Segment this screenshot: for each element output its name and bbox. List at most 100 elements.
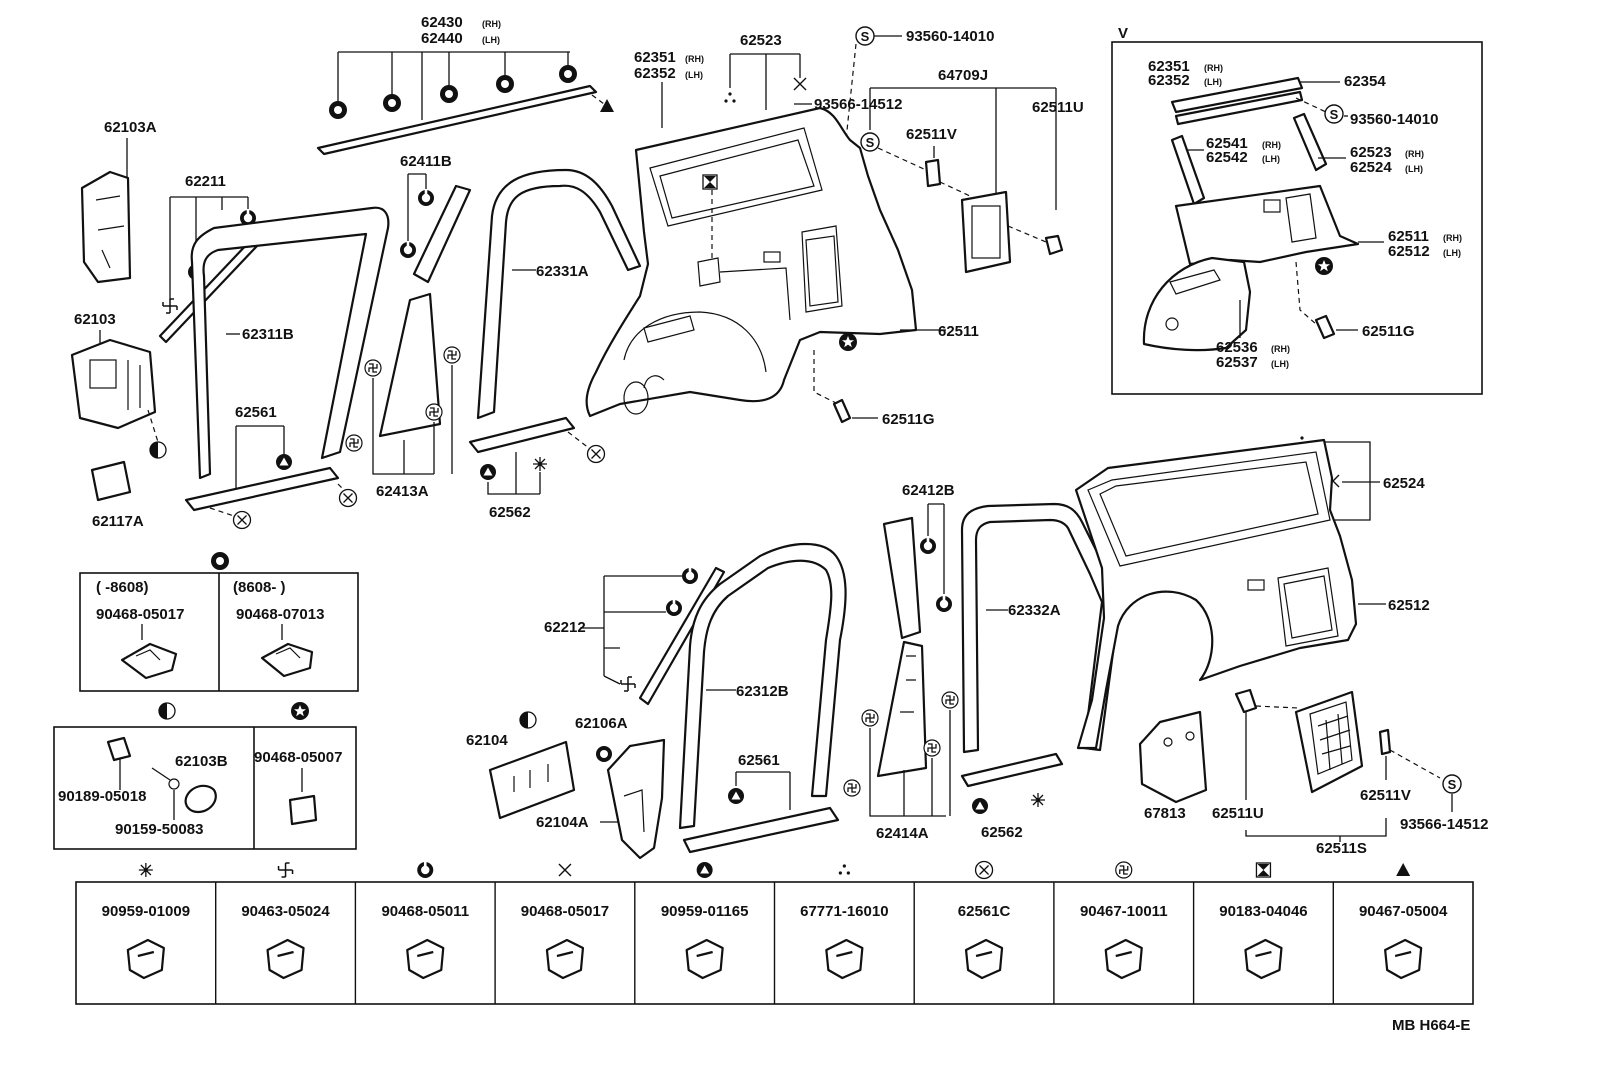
label-62212: 62212 — [544, 619, 586, 636]
legend-fastener-sketch — [406, 938, 445, 980]
starburst-icon — [138, 862, 154, 878]
label-62511V-lower: 62511V — [1360, 787, 1411, 804]
inset-label-62354: 62354 — [1344, 73, 1386, 90]
part-62331A: 62331A — [476, 168, 642, 420]
inset-label-62351: 62351 — [1148, 58, 1190, 75]
label-62430: 62430 — [421, 14, 463, 31]
part-62104-group: 62104 62106A 62104A — [466, 711, 666, 860]
label-62524: 62524 — [1383, 475, 1425, 492]
diagram-code: MB H664-E — [1392, 1017, 1470, 1034]
inset-label-62541: 62541 — [1206, 135, 1248, 152]
clip-a-part-2: 90468-07013 — [236, 606, 324, 623]
label-62562-lower: 62562 — [981, 824, 1023, 841]
label-62511U-lower: 62511U — [1212, 805, 1264, 822]
clip-b-90159: 90159-50083 — [115, 821, 203, 838]
label-62117A: 62117A — [92, 513, 144, 530]
inset-label-62511G: 62511G — [1362, 323, 1415, 340]
label-62511U: 62511U — [1032, 99, 1084, 116]
label-93560-14010: 93560-14010 — [906, 28, 994, 45]
label-62103A: 62103A — [104, 119, 157, 136]
inset-label-62537: 62537 — [1216, 354, 1258, 371]
part-62312B: 62312B — [678, 542, 847, 830]
inset-label-lh: (LH) — [1204, 77, 1222, 87]
part-62412B-62414A: 62412B 62414A — [843, 482, 959, 842]
part-62211: 62211 — [158, 173, 276, 344]
clip-a-range-1: ( -8608) — [96, 579, 149, 596]
swirl-icon — [1115, 861, 1133, 879]
legend-item: 90959-01165 — [661, 862, 749, 980]
clip-b-90189: 90189-05018 — [58, 788, 146, 805]
inset-label-62524: 62524 — [1350, 159, 1392, 176]
label-62561-lower: 62561 — [738, 752, 780, 769]
label-rh: (RH) — [482, 19, 501, 29]
part-62562-lower: 62562 — [960, 752, 1064, 841]
legend-item: 62561C — [958, 860, 1010, 980]
legend-fastener-sketch — [964, 938, 1004, 980]
label-62511: 62511 — [938, 323, 979, 340]
label-93566-14512: 93566-14512 — [814, 96, 902, 113]
inset-label-rh: (RH) — [1204, 63, 1223, 73]
part-62103: 62103 — [70, 311, 167, 459]
part-62117A: 62117A — [90, 460, 144, 530]
label-rh-2: (RH) — [685, 54, 704, 64]
three-dots-icon — [838, 864, 850, 875]
legend-part-number: 67771-16010 — [800, 903, 888, 920]
inset-label-lh-5: (LH) — [1271, 359, 1289, 369]
legend-item: 90468-05017 — [521, 863, 609, 980]
part-62311B: 62311B — [190, 206, 390, 480]
legend-fastener-sketch — [685, 938, 724, 980]
inset-detail-v: V 62351 (RH) 62352 (LH) 62354 93560-1401… — [1111, 25, 1483, 395]
clip-a-range-2: (8608- ) — [233, 579, 286, 596]
label-62511G: 62511G — [882, 411, 935, 428]
inset-label-lh-2: (LH) — [1262, 154, 1280, 164]
inset-label-62511: 62511 — [1388, 228, 1429, 245]
clip-box-b: 90189-05018 62103B 90159-50083 90468-050… — [53, 702, 357, 850]
inset-label-rh-3: (RH) — [1405, 149, 1424, 159]
label-62440: 62440 — [421, 30, 463, 47]
triangle-icon — [1396, 863, 1411, 876]
inset-label-62352: 62352 — [1148, 72, 1190, 89]
label-62561-upper: 62561 — [235, 404, 277, 421]
triangle-circle-icon — [696, 862, 713, 878]
label-62523: 62523 — [740, 32, 782, 49]
part-62524: 62524 — [1220, 436, 1425, 521]
legend-part-number: 90959-01009 — [102, 903, 190, 920]
legend-item: 90463-05024 — [241, 862, 330, 980]
label-62562-upper: 62562 — [489, 504, 531, 521]
legend-fastener-sketch — [545, 938, 585, 980]
label-62104: 62104 — [466, 732, 508, 749]
clip-box-a: ( -8608) (8608- ) 90468-05017 90468-0701… — [79, 552, 359, 692]
part-67813: 67813 — [1138, 710, 1208, 822]
inset-label-rh-4: (RH) — [1443, 233, 1462, 243]
label-62312B: 62312B — [736, 683, 789, 700]
label-62411B: 62411B — [400, 153, 452, 170]
part-62561-lower: 62561 — [682, 752, 840, 854]
inset-label-62536: 62536 — [1216, 339, 1258, 356]
legend-part-number: 90959-01165 — [661, 903, 749, 920]
inset-label-lh-3: (LH) — [1405, 164, 1423, 174]
clip-b-90468: 90468-05007 — [254, 749, 342, 766]
label-62104A: 62104A — [536, 814, 589, 831]
inset-label-62542: 62542 — [1206, 149, 1248, 166]
label-62412B: 62412B — [902, 482, 955, 499]
legend-fastener-sketch — [266, 938, 305, 980]
molding-62430-group: 62430 (RH) 62440 (LH) — [316, 14, 614, 156]
inset-label-62512: 62512 — [1388, 243, 1430, 260]
clip-a-part-1: 90468-05017 — [96, 606, 184, 623]
label-62106A: 62106A — [575, 715, 628, 732]
part-62561-upper: 62561 — [184, 404, 358, 530]
legend-fastener-sketch — [825, 938, 864, 980]
legend-fastener-sketch — [1104, 938, 1143, 980]
part-62562-upper: 62562 — [468, 416, 606, 521]
label-62103: 62103 — [74, 311, 116, 328]
part-62511-panel: 62511 62511G — [585, 106, 979, 428]
legend-part-number: 90468-05017 — [521, 903, 609, 920]
inset-label-rh-2: (RH) — [1262, 140, 1281, 150]
circled-x-icon — [974, 860, 994, 880]
label-62511V: 62511V — [906, 126, 957, 143]
clip-b-62103B: 62103B — [175, 753, 228, 770]
label-62331A: 62331A — [536, 263, 589, 280]
label-lh-2: (LH) — [685, 70, 703, 80]
legend-item: 67771-16010 — [800, 864, 889, 980]
